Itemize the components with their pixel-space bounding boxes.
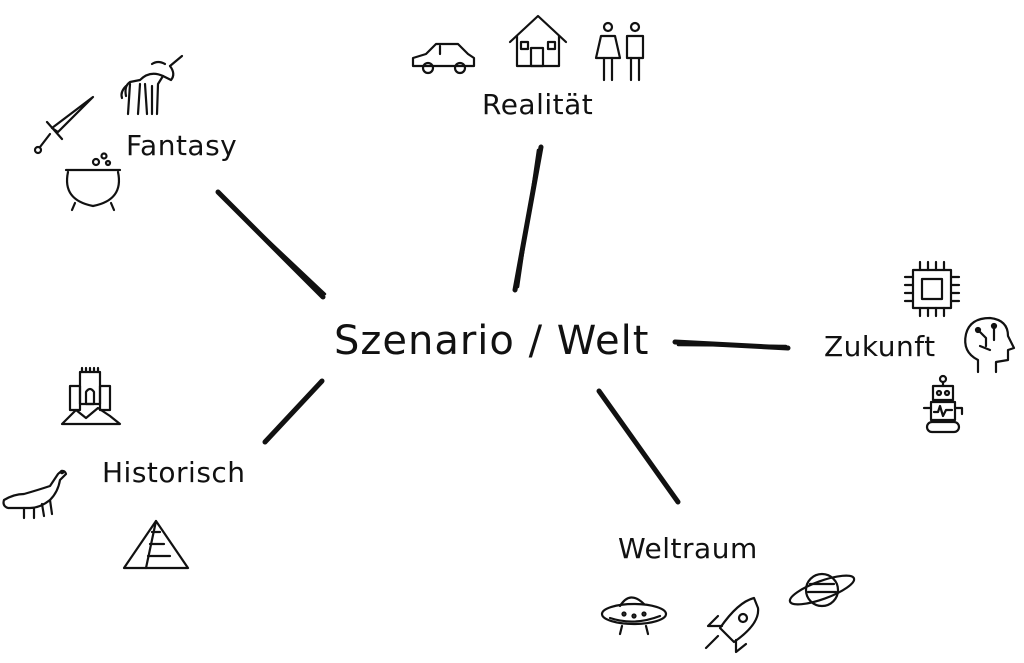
people-icon bbox=[594, 21, 645, 82]
unicorn-icon bbox=[120, 54, 184, 116]
branch-label-zukunft: Zukunft bbox=[824, 330, 936, 363]
branch-label-fantasy: Fantasy bbox=[126, 129, 238, 162]
rocket-icon bbox=[704, 596, 760, 654]
connector-historisch bbox=[262, 378, 325, 445]
sword-icon bbox=[33, 95, 95, 155]
robot-icon bbox=[922, 374, 964, 434]
center-topic: Szenario / Welt bbox=[334, 318, 650, 364]
brain-head-icon bbox=[964, 316, 1016, 374]
connector-zukunft bbox=[672, 339, 791, 351]
ufo-icon bbox=[600, 596, 668, 636]
car-icon bbox=[411, 42, 476, 75]
connector-realitaet bbox=[512, 144, 544, 293]
castle-icon bbox=[60, 366, 122, 426]
planet-icon bbox=[788, 572, 856, 608]
branch-label-weltraum: Weltraum bbox=[618, 532, 758, 565]
branch-label-realitaet: Realität bbox=[482, 88, 594, 121]
dinosaur-icon bbox=[2, 469, 68, 520]
branch-label-historisch: Historisch bbox=[102, 456, 246, 489]
connector-fantasy bbox=[215, 189, 327, 300]
connector-weltraum bbox=[596, 388, 681, 505]
cauldron-icon bbox=[64, 152, 122, 212]
pyramid-icon bbox=[122, 519, 190, 570]
chip-icon bbox=[903, 260, 961, 318]
house-icon bbox=[508, 14, 568, 68]
